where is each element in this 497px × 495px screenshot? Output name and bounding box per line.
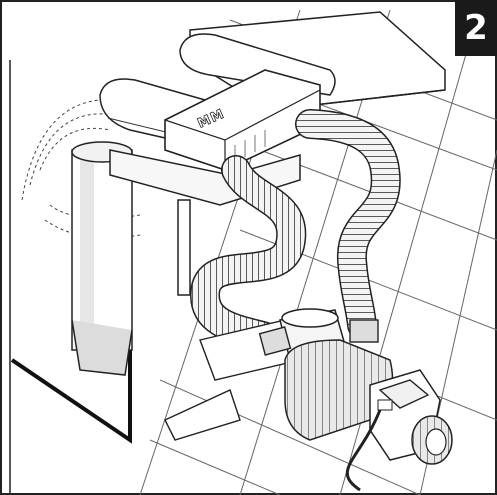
support-post [177,199,191,296]
skimmer-unit: MM [99,33,336,176]
pump [258,308,453,492]
step-number-badge: 2 [455,0,497,56]
